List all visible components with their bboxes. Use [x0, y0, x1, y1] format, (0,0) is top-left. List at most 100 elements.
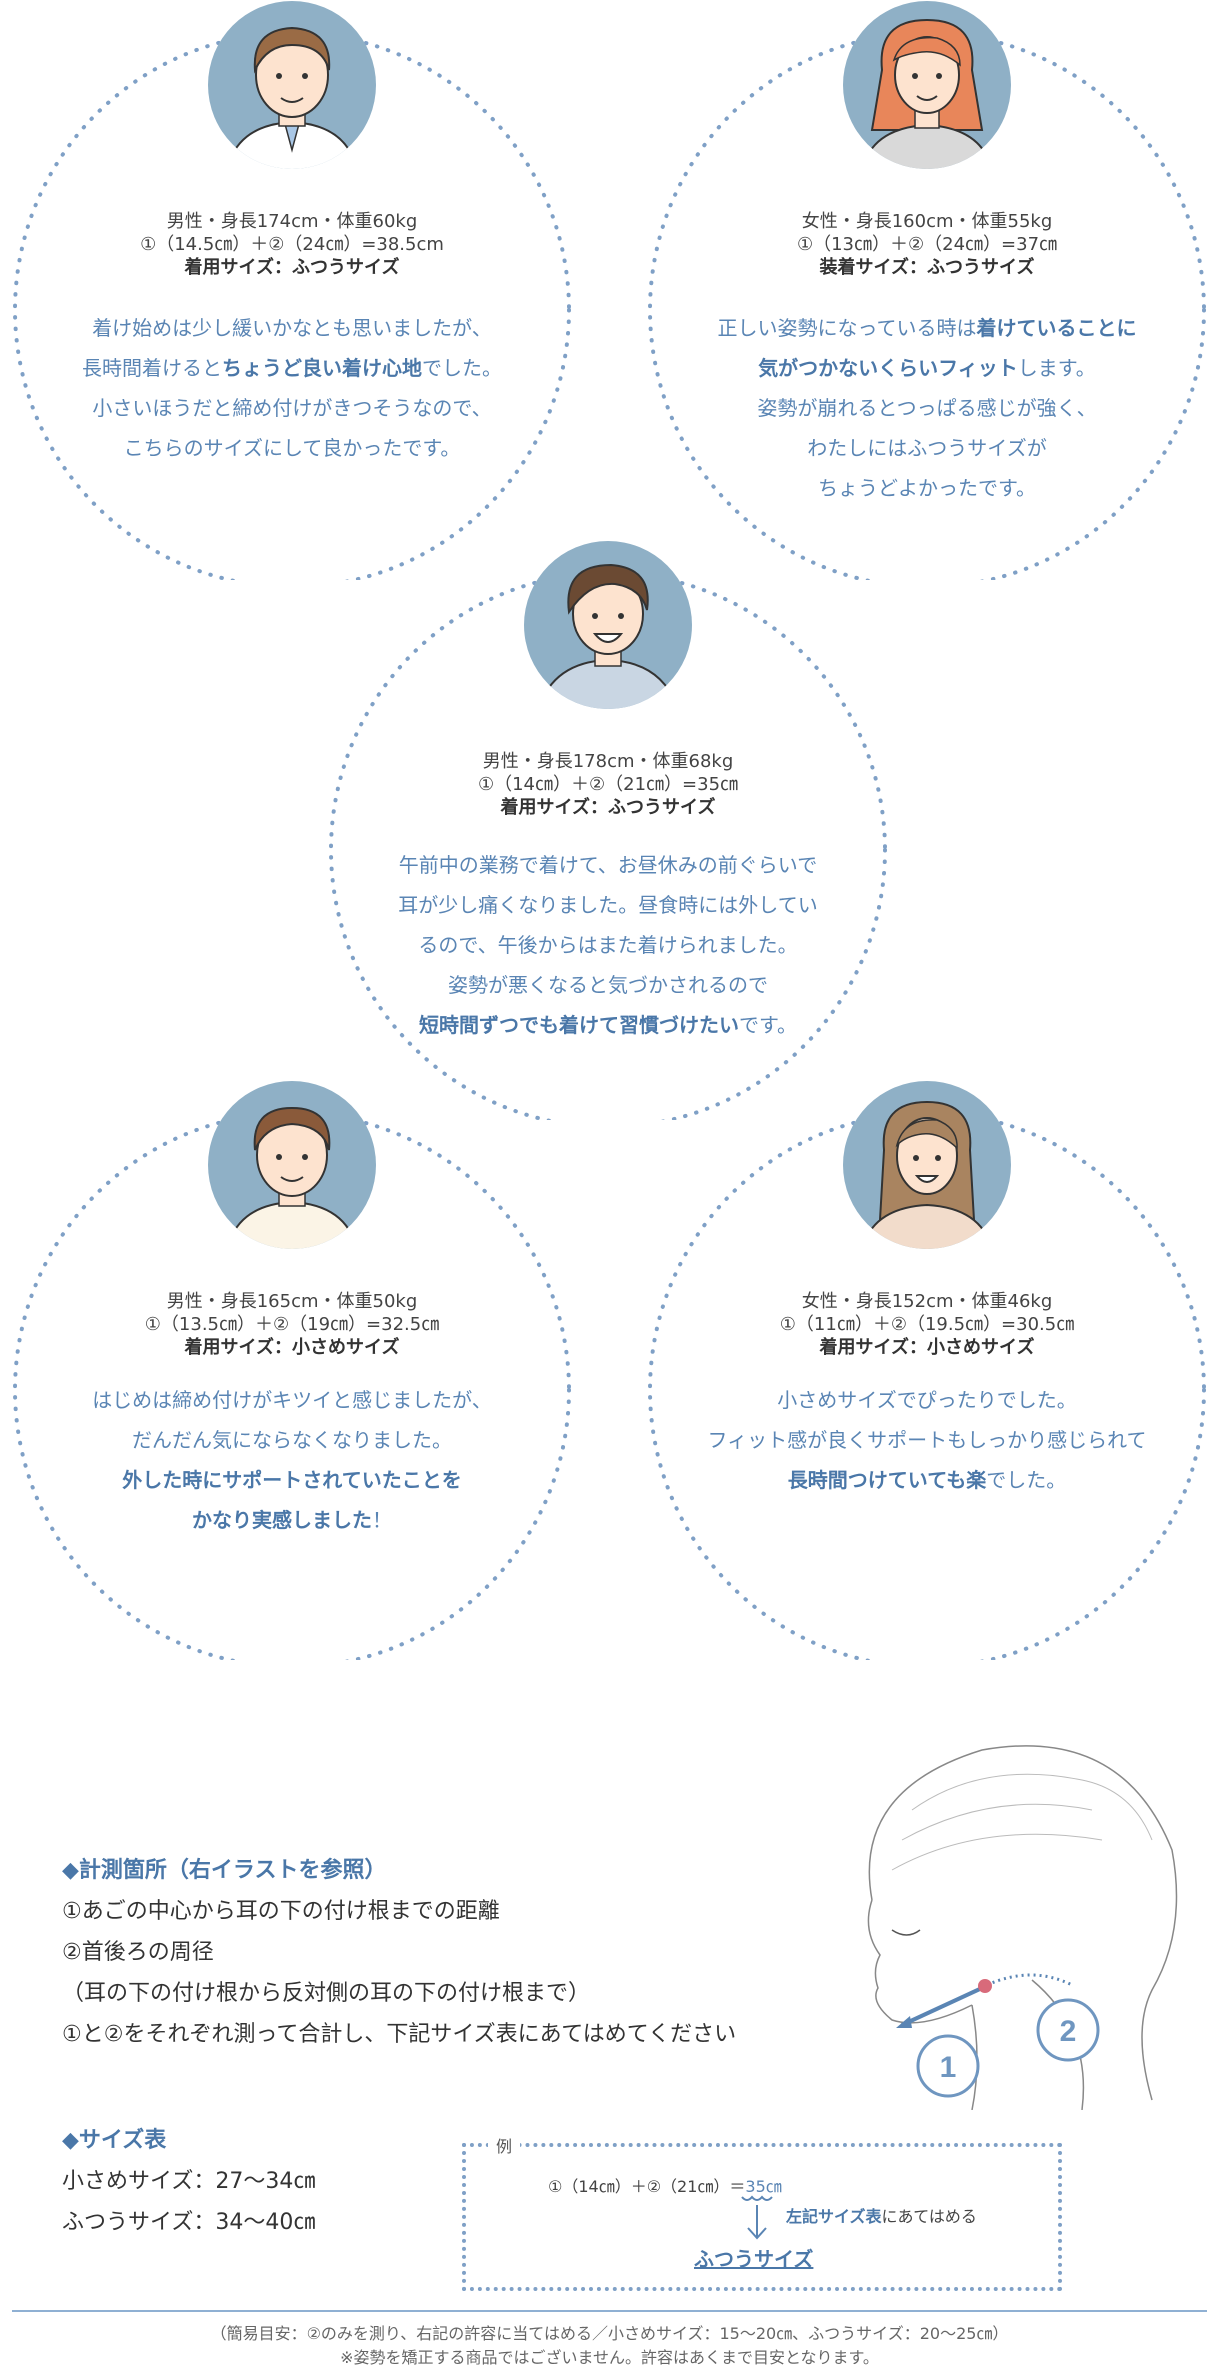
- reviewer-profile: 男性・身長178cm・体重68kg: [482, 751, 734, 772]
- review-line: 小さいほうだと締め付けがきつそうなので、: [42, 388, 542, 428]
- example-total: 35㎝: [745, 2177, 782, 2196]
- reviewer-measurement: ①（14.5㎝）＋②（24㎝）=38.5cm: [140, 234, 444, 255]
- reviewer-info: 男性・身長165cm・体重50kg ①（13.5㎝）＋②（19㎝）=32.5㎝ …: [62, 1290, 522, 1359]
- neck-measurement-illustration: 1 2: [867, 1745, 1178, 2110]
- review-line: 長時間つけていても楽でした。: [677, 1460, 1177, 1500]
- review-text: 小さめサイズでぴったりでした。フィット感が良くサポートもしっかり感じられて長時間…: [677, 1380, 1177, 1500]
- illustration-label-1: 1: [940, 2051, 957, 2084]
- review-line: 姿勢が悪くなると気づかされるので: [348, 965, 868, 1005]
- review-segment: でした。: [986, 1468, 1067, 1492]
- review-segment: 小さめサイズでぴったりでした。: [777, 1388, 1077, 1412]
- review-card: 女性・身長160cm・体重55kg ①（13㎝）＋②（24㎝）=37㎝ 装着サイ…: [637, 0, 1217, 580]
- review-segment: フィット感が良くサポートもしっかり感じられて: [707, 1428, 1147, 1452]
- review-text: 午前中の業務で着けて、お昼休みの前ぐらいで耳が少し痛くなりました。昼食時には外し…: [348, 845, 868, 1045]
- measurement-item-1: ①あごの中心から耳の下の付け根までの距離: [62, 1899, 500, 1924]
- reviewer-info: 女性・身長160cm・体重55kg ①（13㎝）＋②（24㎝）=37㎝ 装着サイ…: [697, 210, 1157, 279]
- review-line: 長時間着けるとちょうど良い着け心地でした。: [42, 348, 542, 388]
- review-text: はじめは締め付けがキツイと感じましたが、だんだん気にならなくなりました。外した時…: [42, 1380, 542, 1540]
- man-avatar-icon: [208, 1, 376, 169]
- review-segment: ！: [372, 1508, 392, 1532]
- example-formula-text: ①（14㎝）＋②（21㎝）＝: [548, 2177, 746, 2196]
- review-segment: 姿勢が悪くなると気づかされるので: [448, 973, 768, 997]
- review-segment: です。: [739, 1013, 797, 1037]
- footnote-guide: （簡易目安：②のみを測り、右記の許容に当てはめる／小さめサイズ：15〜20㎝、ふ…: [210, 2324, 1009, 2343]
- example-apply-rest: にあてはめる: [881, 2207, 977, 2226]
- review-line: だんだん気にならなくなりました。: [42, 1420, 542, 1460]
- review-highlight: かなり実感しました: [192, 1508, 372, 1532]
- review-line: ちょうどよかったです。: [677, 468, 1177, 508]
- man-avatar-icon: [208, 1081, 376, 1249]
- footnote-disclaimer: ※姿勢を矯正する商品ではございません。許容はあくまで目安となります。: [340, 2348, 879, 2367]
- review-line: 正しい姿勢になっている時は着けていることに: [677, 308, 1177, 348]
- review-segment: 姿勢が崩れるとつっぱる感じが強く、: [757, 396, 1097, 420]
- review-line: かなり実感しました！: [42, 1500, 542, 1540]
- dotted-circle: [648, 1111, 1206, 1660]
- reviewer-profile: 男性・身長174cm・体重60kg: [166, 211, 418, 232]
- review-segment: るので、午後からはまた着けられました。: [418, 933, 798, 957]
- reviewer-measurement: ①（13㎝）＋②（24㎝）=37㎝: [796, 234, 1058, 255]
- dotted-circle: [648, 31, 1206, 580]
- size-regular: ふつうサイズ：34〜40㎝: [62, 2210, 316, 2235]
- review-line: 小さめサイズでぴったりでした。: [677, 1380, 1177, 1420]
- example-result: ふつうサイズ: [694, 2247, 814, 2271]
- example-apply-bold: 左記サイズ表: [786, 2207, 882, 2226]
- worn-size: 着用サイズ：小さめサイズ: [819, 1337, 1035, 1358]
- dotted-circle: [13, 1111, 571, 1660]
- review-line: フィット感が良くサポートもしっかり感じられて: [677, 1420, 1177, 1460]
- review-line: 耳が少し痛くなりました。昼食時には外してい: [348, 885, 868, 925]
- review-line: 着け始めは少し緩いかなとも思いましたが、: [42, 308, 542, 348]
- example-formula: ①（14㎝）＋②（21㎝）＝35㎝: [548, 2173, 782, 2197]
- review-line: 午前中の業務で着けて、お昼休みの前ぐらいで: [348, 845, 868, 885]
- review-highlight: 気がつかないくらいフィット: [758, 356, 1018, 380]
- review-card: 男性・身長165cm・体重50kg ①（13.5㎝）＋②（19㎝）=32.5㎝ …: [2, 1080, 582, 1660]
- review-segment: 耳が少し痛くなりました。昼食時には外してい: [398, 893, 818, 917]
- measurement-instructions: ◆計測箇所（右イラストを参照） ①あごの中心から耳の下の付け根までの距離 ②首後…: [62, 1850, 736, 2055]
- illustration-label-2: 2: [1060, 2015, 1077, 2048]
- reviewer-info: 男性・身長178cm・体重68kg ①（14㎝）＋②（21㎝）=35㎝ 着用サイ…: [378, 750, 838, 819]
- review-segment: 正しい姿勢になっている時は: [717, 316, 977, 340]
- example-box: 例 ①（14㎝）＋②（21㎝）＝35㎝ 左記サイズ表にあてはめる ふつうサイズ: [462, 2133, 1062, 2291]
- size-small: 小さめサイズ：27〜34㎝: [62, 2169, 316, 2194]
- arrow-down-icon: [741, 2195, 773, 2240]
- measurement-heading: ◆計測箇所（右イラストを参照）: [62, 1858, 387, 1883]
- review-highlight: ちょうど良い着け心地: [222, 356, 422, 380]
- review-line: わたしにはふつうサイズが: [677, 428, 1177, 468]
- reviewer-measurement: ①（14㎝）＋②（21㎝）=35㎝: [477, 774, 739, 795]
- review-highlight: 短時間ずつでも着けて習慣づけたい: [419, 1013, 739, 1037]
- worn-size: 着用サイズ：ふつうサイズ: [500, 797, 716, 818]
- review-segment: します。: [1017, 356, 1096, 380]
- dotted-circle: [329, 571, 887, 1120]
- review-segment: だんだん気にならなくなりました。: [132, 1428, 452, 1452]
- review-line: 姿勢が崩れるとつっぱる感じが強く、: [677, 388, 1177, 428]
- review-text: 正しい姿勢になっている時は着けていることに気がつかないくらいフィットします。姿勢…: [677, 308, 1177, 508]
- reviewer-profile: 女性・身長160cm・体重55kg: [801, 211, 1053, 232]
- review-segment: でした。: [422, 356, 502, 380]
- measurement-item-2-note: （耳の下の付け根から反対側の耳の下の付け根まで）: [62, 1981, 591, 2006]
- measurement-item-2: ②首後ろの周径: [62, 1940, 214, 1965]
- review-line: 短時間ずつでも着けて習慣づけたいです。: [348, 1005, 868, 1045]
- review-segment: ちょうどよかったです。: [818, 476, 1036, 500]
- example-label: 例: [488, 2133, 521, 2157]
- review-line: こちらのサイズにして良かったです。: [42, 428, 542, 468]
- review-segment: 小さいほうだと締め付けがきつそうなので、: [92, 396, 492, 420]
- woman-avatar-icon: [843, 1081, 1011, 1249]
- review-line: 気がつかないくらいフィットします。: [677, 348, 1177, 388]
- reviewer-info: 女性・身長152cm・体重46kg ①（11㎝）＋②（19.5㎝）=30.5㎝ …: [697, 1290, 1157, 1359]
- review-segment: 午前中の業務で着けて、お昼休みの前ぐらいで: [398, 853, 818, 877]
- review-highlight: 外した時にサポートされていたことを: [122, 1468, 462, 1492]
- woman-avatar-icon: [843, 1, 1011, 169]
- worn-size: 着用サイズ：小さめサイズ: [184, 1337, 400, 1358]
- reviewer-measurement: ①（13.5㎝）＋②（19㎝）=32.5㎝: [144, 1314, 440, 1335]
- review-segment: 長時間着けると: [82, 356, 222, 380]
- review-card: 男性・身長174cm・体重60kg ①（14.5㎝）＋②（24㎝）=38.5cm…: [2, 0, 582, 580]
- reviewer-profile: 男性・身長165cm・体重50kg: [166, 1291, 418, 1312]
- size-table: ◆サイズ表 小さめサイズ：27〜34㎝ ふつうサイズ：34〜40㎝: [62, 2120, 315, 2243]
- dotted-circle: [13, 31, 571, 580]
- review-line: るので、午後からはまた着けられました。: [348, 925, 868, 965]
- example-apply: 左記サイズ表にあてはめる: [786, 2203, 977, 2227]
- review-segment: 着け始めは少し緩いかなとも思いましたが、: [92, 316, 492, 340]
- review-line: 外した時にサポートされていたことを: [42, 1460, 542, 1500]
- reviewer-measurement: ①（11㎝）＋②（19.5㎝）=30.5㎝: [779, 1314, 1075, 1335]
- reviewer-info: 男性・身長174cm・体重60kg ①（14.5㎝）＋②（24㎝）=38.5cm…: [62, 210, 522, 279]
- worn-size: 装着サイズ：ふつうサイズ: [819, 257, 1035, 278]
